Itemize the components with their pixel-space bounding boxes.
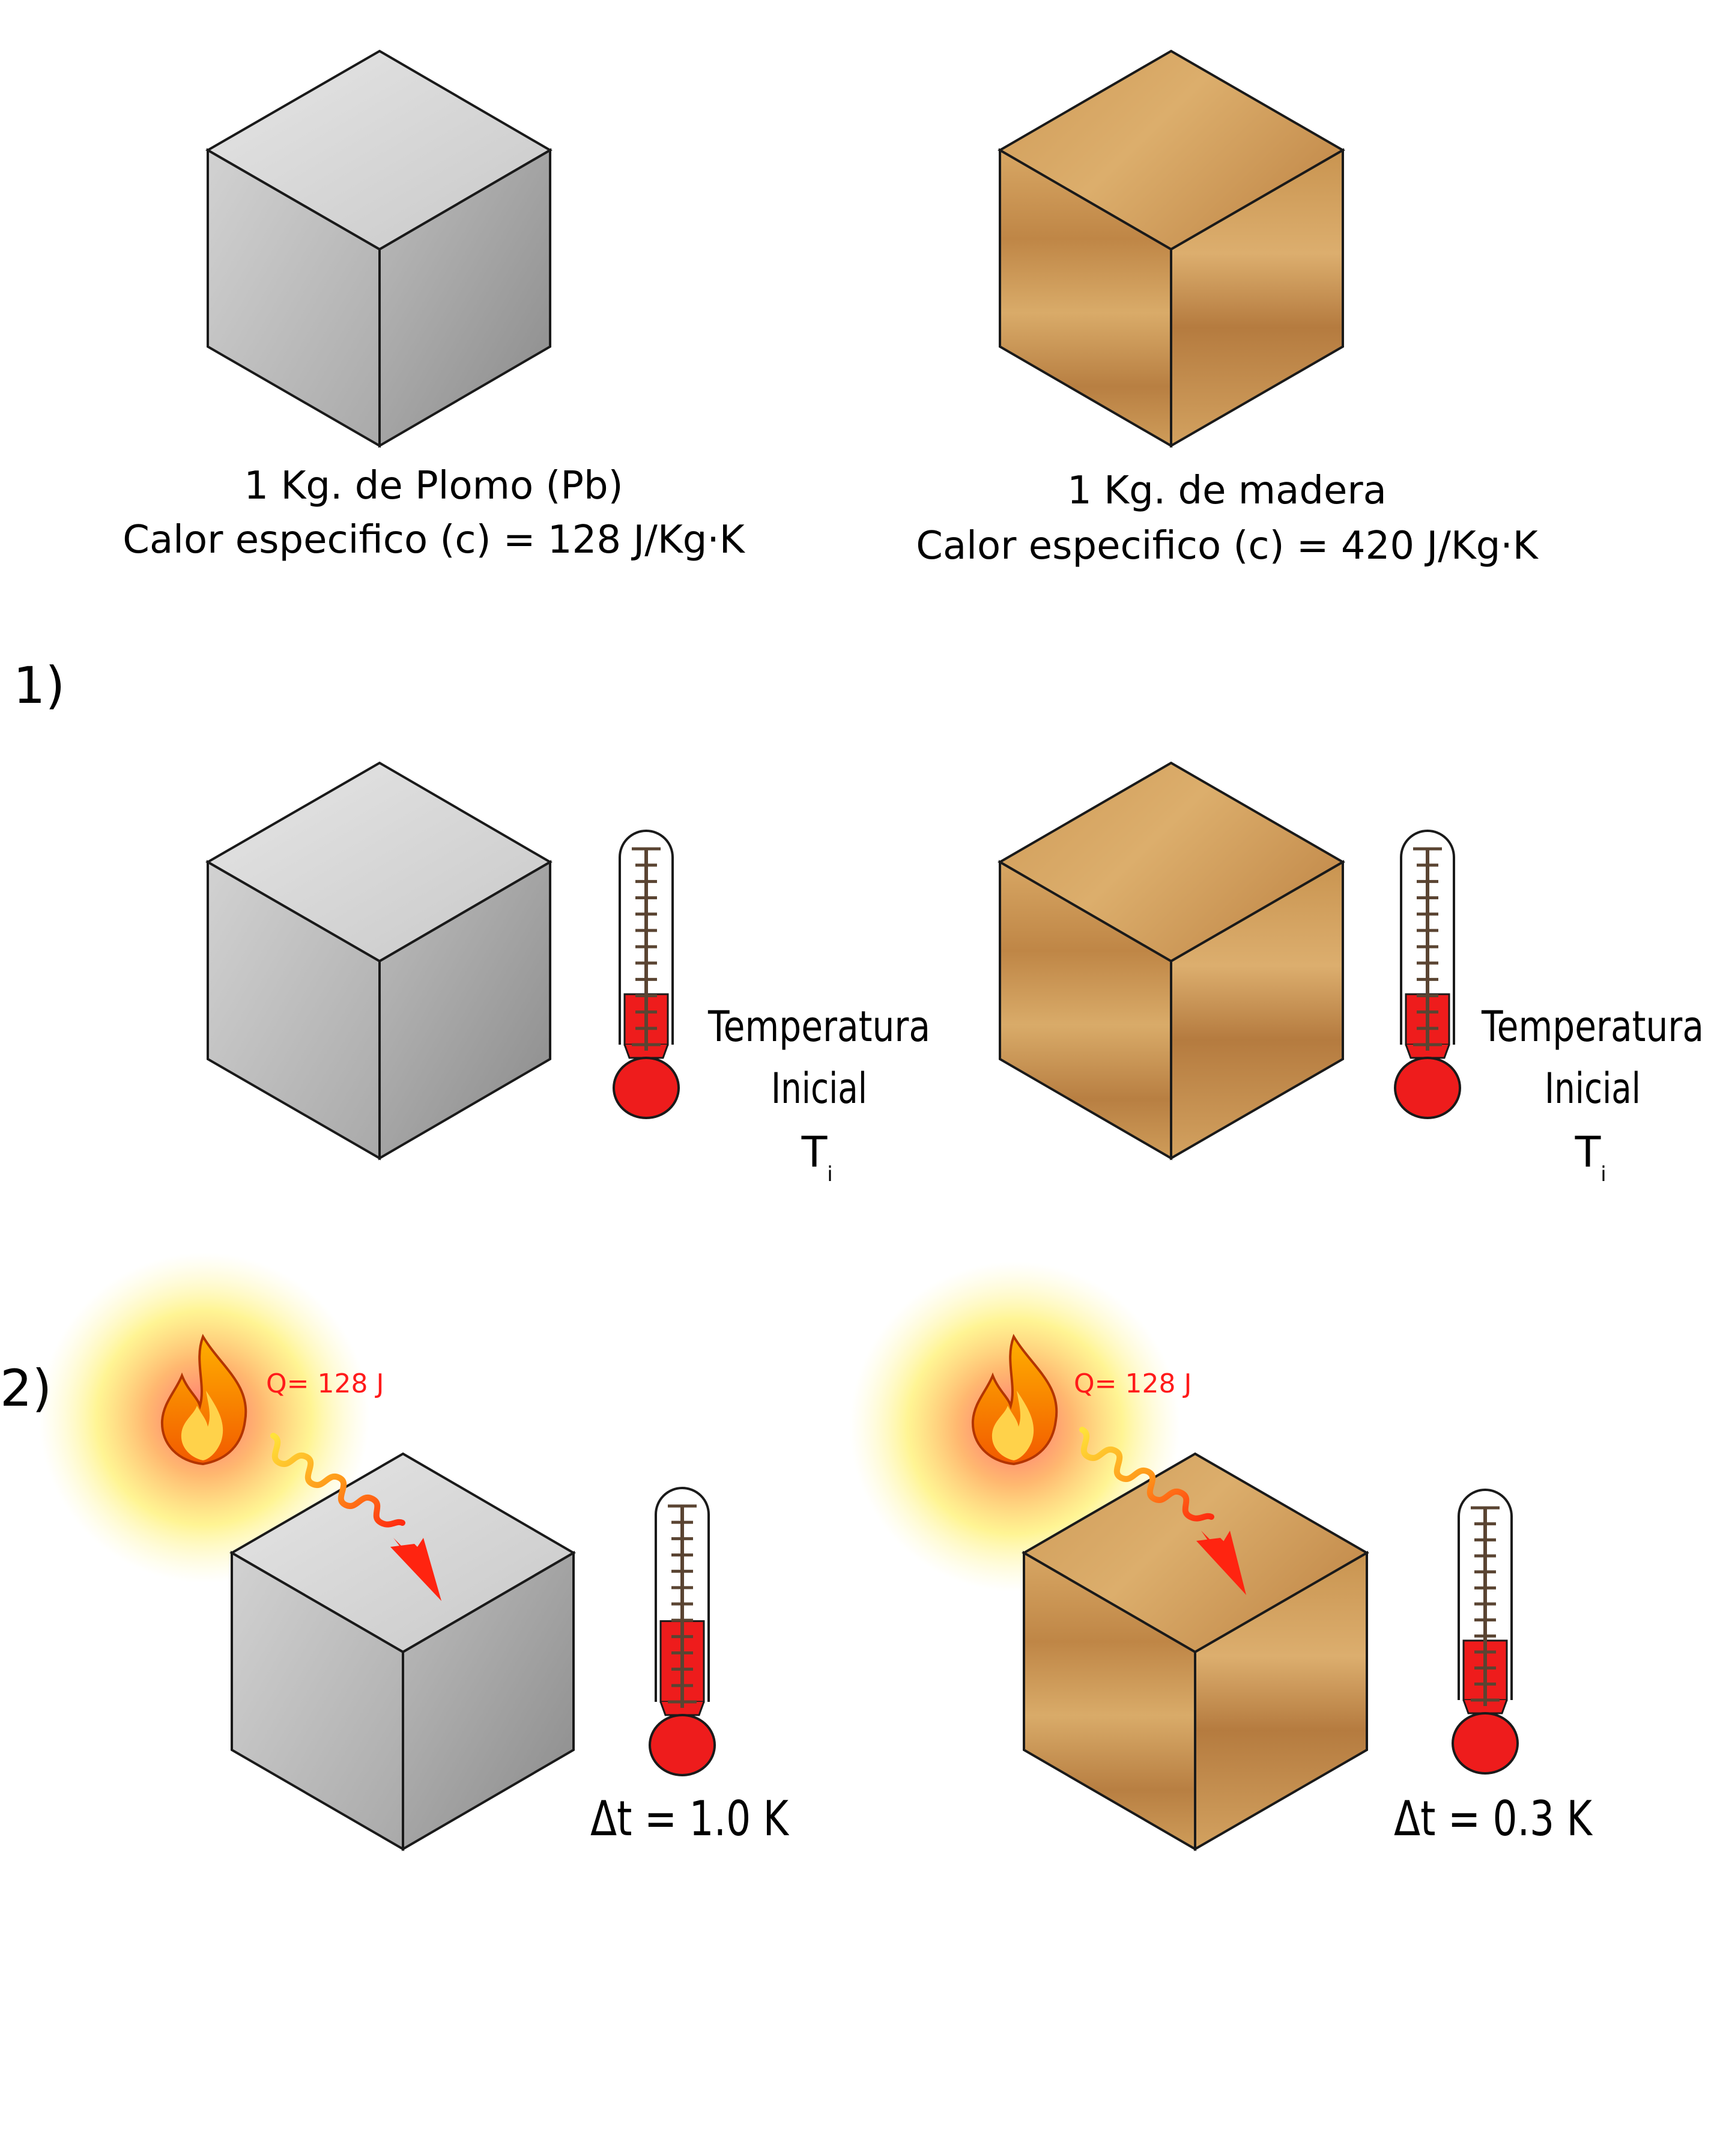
wood-cube: [998, 49, 1346, 448]
heat-amount-label: Q= 128 J: [1074, 1368, 1191, 1399]
thermometer-bulb: [1452, 1712, 1519, 1775]
thermometer-bulb: [649, 1714, 716, 1776]
label-temperatura: Temperatura: [707, 1002, 930, 1051]
thermometer-bulb: [1394, 1057, 1461, 1119]
label-inicial: Inicial: [771, 1064, 867, 1113]
wood-title: 1 Kg. de madera: [1067, 469, 1387, 513]
label-temperatura: Temperatura: [1481, 1002, 1704, 1051]
step-2-row: Q= 128 J Q= 128 J Δt = 1.0 K Δt = 0.3 K: [39, 1253, 1593, 1851]
thermometer-bulb: [613, 1057, 680, 1119]
step-1-marker: 1): [13, 656, 65, 715]
flame-icon: [160, 1334, 247, 1466]
wavy-arrow-icon: [270, 1433, 441, 1601]
label-inicial: Inicial: [1545, 1064, 1641, 1113]
lead-title: 1 Kg. de Plomo (Pb): [244, 464, 623, 508]
material-row: 1 Kg. de Plomo (Pb) Calor especifico (c)…: [123, 49, 1539, 568]
flame-icon: [971, 1334, 1058, 1466]
lead-cube: [205, 49, 553, 448]
wood-cube: [998, 761, 1346, 1161]
wood-cube: [1022, 1452, 1370, 1851]
delta-temperature-label: Δt = 1.0 K: [590, 1791, 790, 1847]
lead-cube: [205, 761, 553, 1161]
initial-temperature-label-wood: Temperatura Inicial T i: [1481, 1002, 1704, 1186]
delta-temperature-label: Δt = 0.3 K: [1394, 1791, 1593, 1847]
lead-specific-heat: Calor especifico (c) = 128 J/Kg·K: [123, 518, 746, 562]
heat-amount-label: Q= 128 J: [266, 1368, 384, 1399]
thermometer-icon: [649, 1487, 716, 1776]
label-symbol: T: [1575, 1128, 1601, 1177]
thermometer-icon: [1452, 1489, 1519, 1775]
label-subscript: i: [827, 1162, 832, 1186]
step-1-row: Temperatura Inicial T i Temperatura Inic…: [205, 761, 1704, 1186]
label-subscript: i: [1600, 1162, 1606, 1186]
wavy-arrow-icon: [1079, 1427, 1246, 1595]
wood-specific-heat: Calor especifico (c) = 420 J/Kg·K: [916, 524, 1539, 568]
label-symbol: T: [801, 1128, 828, 1177]
thermometer-icon: [1394, 830, 1461, 1119]
initial-temperature-label-lead: Temperatura Inicial T i: [707, 1002, 930, 1186]
thermometer-icon: [613, 830, 680, 1119]
